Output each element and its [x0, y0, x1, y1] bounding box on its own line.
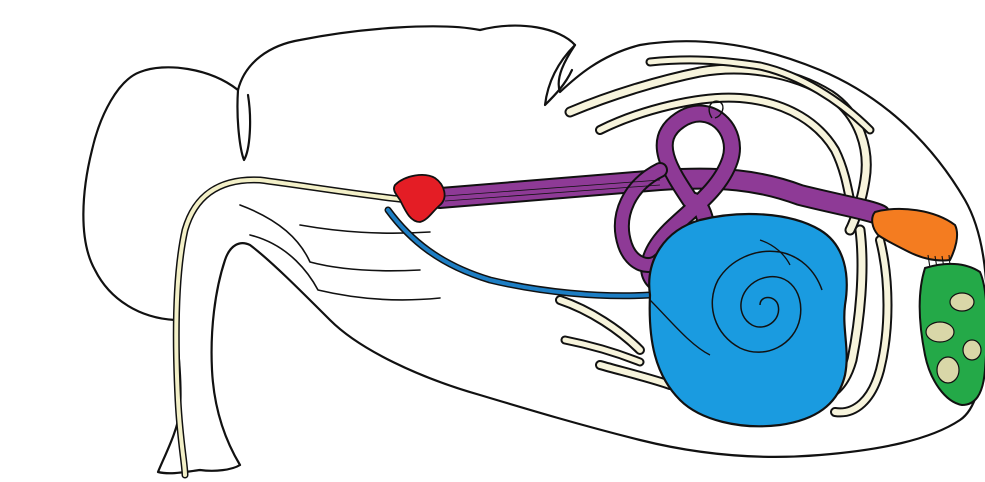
stalk-line-outline [176, 180, 408, 475]
green-spot [950, 293, 974, 311]
stalk-line [176, 180, 408, 475]
blue-duct-outline [388, 210, 650, 296]
red-cap-icon [394, 175, 445, 222]
green-spot [926, 322, 954, 342]
inner-outline-lower [250, 235, 440, 300]
head-notch [237, 90, 250, 160]
blue-sac-icon [649, 214, 847, 426]
red-cap [394, 175, 445, 222]
green-spot [963, 340, 981, 360]
green-segment-icon [920, 264, 985, 405]
blue-sac [649, 214, 847, 426]
green-spot [937, 357, 959, 383]
